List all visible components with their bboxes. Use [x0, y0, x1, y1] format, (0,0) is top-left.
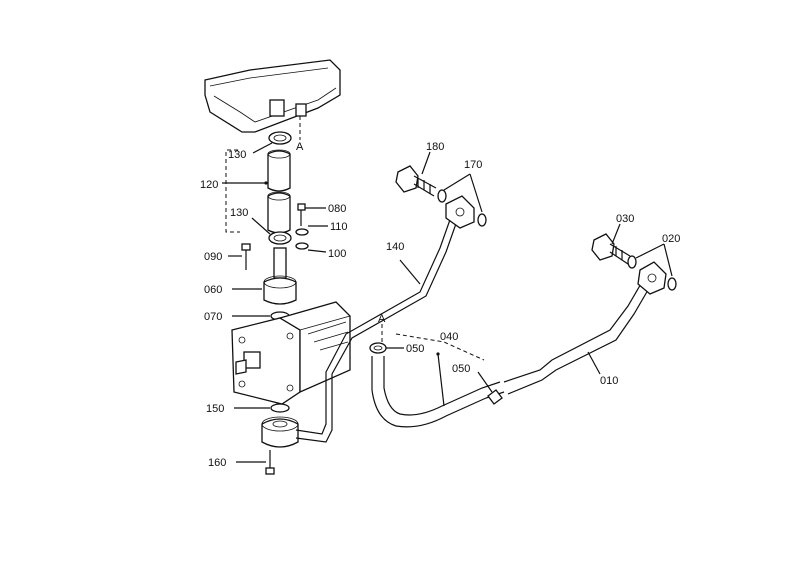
ref-a-lower: A: [378, 313, 386, 342]
label-170: 170: [464, 159, 482, 171]
bolt-030: 030: [591, 213, 634, 265]
fitting-020: 020: [627, 233, 680, 295]
bolt-080: 080: [297, 203, 346, 226]
clamp-130-lower: 130: [230, 207, 292, 245]
pipe-010: 010: [503, 281, 649, 395]
label-050-lower: 050: [452, 363, 470, 375]
pump-body: [231, 301, 351, 405]
label-070: 070: [204, 311, 222, 323]
label-090: 090: [204, 251, 222, 263]
label-030: 030: [616, 213, 634, 225]
pipe-140: 140: [295, 213, 459, 443]
label-180: 180: [426, 141, 444, 153]
label-130-upper: 130: [228, 149, 246, 161]
label-020: 020: [662, 233, 680, 245]
label-060: 060: [204, 284, 222, 296]
hose-120: 120: [200, 149, 291, 234]
label-100: 100: [328, 248, 346, 260]
clamp-130-upper: 130: [228, 131, 292, 161]
bolt-160: 160: [208, 450, 275, 475]
label-160: 160: [208, 457, 226, 469]
label-010: 010: [600, 375, 618, 387]
label-120: 120: [200, 179, 218, 191]
clamp-050-lower: 050: [452, 363, 503, 405]
fitting-170: 170: [437, 159, 487, 229]
label-040: 040: [440, 331, 458, 343]
lower-flange: [261, 416, 299, 448]
washer-110: 110: [295, 221, 348, 236]
tank: [204, 59, 341, 133]
label-150: 150: [206, 403, 224, 415]
ref-a-upper: A: [296, 116, 304, 153]
bolt-090: 090: [204, 243, 251, 270]
label-080: 080: [328, 203, 346, 215]
label-130-lower: 130: [230, 207, 248, 219]
oring-100: 100: [295, 242, 346, 260]
label-140: 140: [386, 241, 404, 253]
oring-150: 150: [206, 403, 290, 415]
hose-040: 040: [371, 331, 505, 428]
ref-a-label-upper: A: [296, 141, 304, 153]
label-110: 110: [330, 221, 348, 233]
bolt-180: 180: [395, 141, 444, 197]
flange-060: 060: [204, 247, 297, 305]
label-050-upper: 050: [406, 343, 424, 355]
ref-a-label-lower: A: [378, 313, 386, 325]
clamp-050-upper: 050: [369, 342, 424, 355]
